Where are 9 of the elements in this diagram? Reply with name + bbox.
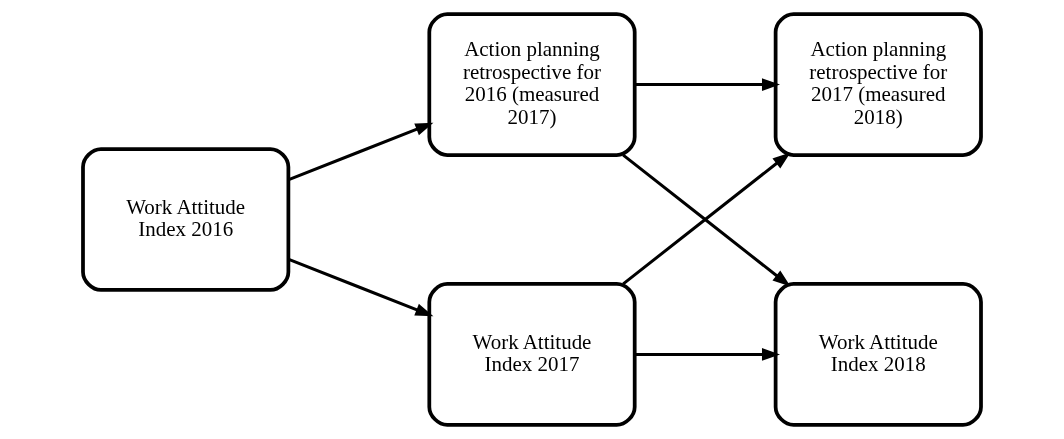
node-box: Work Attitude Index 2018 (773, 282, 983, 427)
arrow (288, 122, 434, 181)
arrow (635, 348, 780, 361)
node-box: Action planning retrospective for 2016 (measured 2017) (427, 12, 637, 157)
node-box: Work Attitude Index 2016 (81, 147, 291, 292)
node-box: Work Attitude Index 2017 (427, 282, 637, 427)
arrow (288, 258, 434, 317)
arrow (635, 78, 780, 91)
node-box: Action planning retrospective for 2017 (measured 2018) (773, 12, 983, 157)
